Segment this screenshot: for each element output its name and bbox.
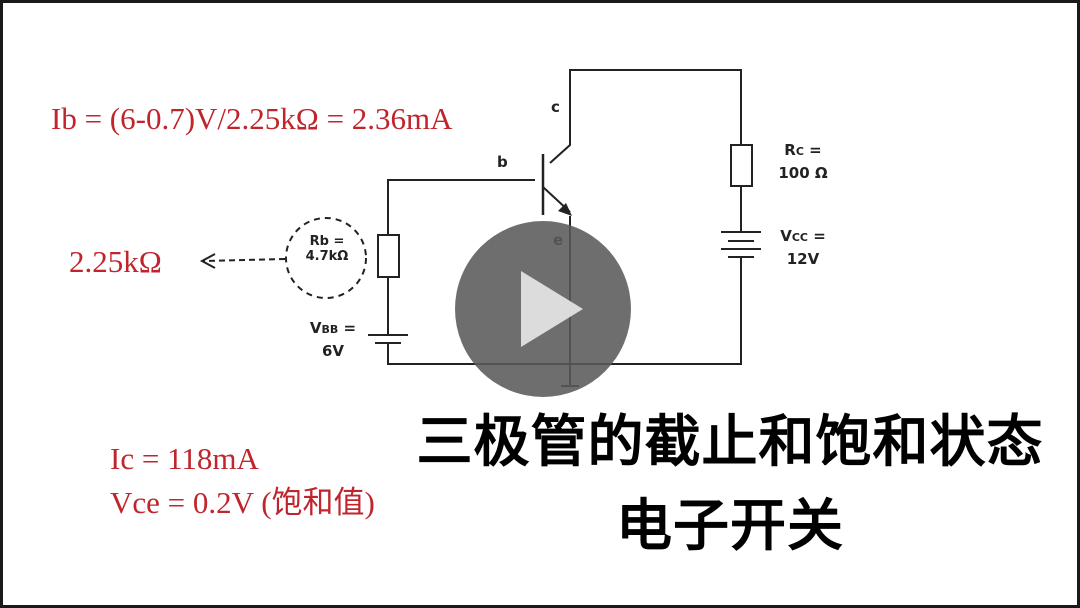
ib-formula: Ib = (6-0.7)V/2.25kΩ = 2.36mA <box>51 101 453 136</box>
base-wire <box>387 179 535 235</box>
rb-name: Rb = <box>309 234 345 249</box>
vcc-label: VCC = 12V <box>773 227 833 269</box>
video-title-line2: 电子开关 <box>616 494 844 559</box>
video-frame: Ib = (6-0.7)V/2.25kΩ = 2.36mA 2.25kΩ Ic … <box>3 3 1077 605</box>
vce-formula: Vce = 0.2V (饱和值) <box>110 485 375 520</box>
emitter-arrow <box>558 203 572 216</box>
terminal-b-label: b <box>497 153 508 171</box>
rb-label: Rb = 4.7kΩ <box>299 234 355 265</box>
rb-resistor <box>377 234 400 278</box>
play-button[interactable] <box>455 221 631 397</box>
vbb-value: 6V <box>321 342 345 361</box>
vcc-value: 12V <box>786 250 820 269</box>
circuit-diagram <box>199 69 761 387</box>
terminal-c-label: c <box>551 98 560 116</box>
rc-value: 100 Ω <box>778 164 828 183</box>
rb-value: 4.7kΩ <box>305 248 349 264</box>
vbb-label: VBB = 6V <box>303 319 363 361</box>
rb-highlight-circle <box>285 217 367 299</box>
collector-wire <box>549 69 742 164</box>
rc-label: RC = 100 Ω <box>773 141 833 183</box>
rc-resistor <box>730 144 753 187</box>
play-icon <box>521 271 583 347</box>
rb-equivalent-value: 2.25kΩ <box>69 244 162 279</box>
video-title-line1: 三极管的截止和饱和状态 <box>416 410 1044 475</box>
ic-formula: Ic = 118mA <box>110 441 259 476</box>
